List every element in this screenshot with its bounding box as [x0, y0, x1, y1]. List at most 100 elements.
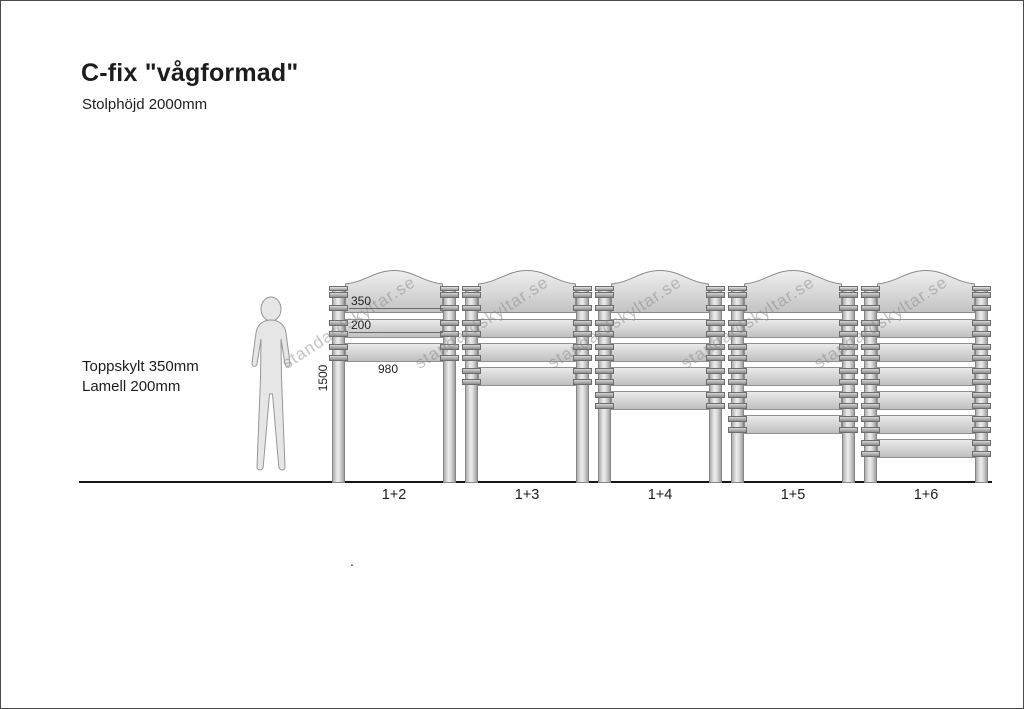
post-clamp — [728, 392, 747, 398]
post-clamp — [972, 368, 991, 374]
post-clamp — [861, 379, 880, 385]
post-clamp — [706, 292, 725, 298]
lamella-panel — [744, 319, 842, 338]
page-subtitle: Stolphöjd 2000mm — [82, 96, 208, 113]
post-clamp — [861, 320, 880, 326]
lamella-panel — [744, 367, 842, 386]
post-clamp — [861, 292, 880, 298]
post-clamp — [329, 320, 348, 326]
post-clamp — [728, 355, 747, 361]
sign-assembly: 1+2 — [329, 1, 459, 521]
post-clamp — [861, 368, 880, 374]
post-clamp — [462, 320, 481, 326]
post-left — [465, 288, 478, 483]
lamella-panel — [611, 367, 709, 386]
top-sign-panel — [345, 269, 443, 313]
post-clamp — [573, 331, 592, 337]
post-clamp — [861, 427, 880, 433]
post-clamp — [972, 292, 991, 298]
post-right — [576, 288, 589, 483]
post-cap — [462, 286, 481, 291]
post-clamp — [839, 368, 858, 374]
post-clamp — [329, 355, 348, 361]
post-clamp — [462, 368, 481, 374]
top-sign-panel — [478, 269, 576, 313]
lamella-panel — [877, 439, 975, 458]
post-right — [842, 288, 855, 483]
post-clamp — [573, 379, 592, 385]
post-left — [731, 288, 744, 483]
dim-sign-width: 980 — [378, 362, 399, 376]
post-cap — [861, 286, 880, 291]
assembly-label: 1+6 — [913, 487, 939, 503]
post-clamp — [839, 292, 858, 298]
lamella-panel — [611, 319, 709, 338]
lamella-panel — [345, 319, 443, 338]
post-clamp — [329, 292, 348, 298]
post-clamp — [706, 379, 725, 385]
post-clamp — [573, 368, 592, 374]
post-clamp — [728, 344, 747, 350]
post-clamp — [440, 292, 459, 298]
assembly-label: 1+3 — [514, 487, 540, 503]
assembly-label: 1+4 — [647, 487, 673, 503]
post-right — [443, 288, 456, 483]
assembly-label: 1+5 — [780, 487, 806, 503]
post-clamp — [595, 403, 614, 409]
post-clamp — [728, 368, 747, 374]
stray-dot: . — [350, 553, 354, 569]
sign-assembly: 1+5 — [728, 1, 858, 521]
post-clamp — [462, 292, 481, 298]
post-clamp — [728, 305, 747, 311]
post-cap — [972, 286, 991, 291]
post-clamp — [329, 305, 348, 311]
lamella-panel — [345, 343, 443, 362]
post-clamp — [972, 403, 991, 409]
lamella-panel — [877, 343, 975, 362]
post-right — [709, 288, 722, 483]
post-clamp — [573, 305, 592, 311]
lamella-panel — [877, 391, 975, 410]
post-clamp — [573, 292, 592, 298]
post-cap — [728, 286, 747, 291]
post-clamp — [972, 344, 991, 350]
post-cap — [329, 286, 348, 291]
post-clamp — [706, 320, 725, 326]
post-clamp — [861, 403, 880, 409]
post-clamp — [595, 292, 614, 298]
post-clamp — [595, 368, 614, 374]
post-cap — [595, 286, 614, 291]
lamella-panel — [611, 343, 709, 362]
lamella-panel — [478, 343, 576, 362]
post-clamp — [595, 355, 614, 361]
post-clamp — [573, 320, 592, 326]
post-clamp — [440, 355, 459, 361]
lamella-panel — [744, 343, 842, 362]
post-clamp — [706, 355, 725, 361]
post-clamp — [706, 392, 725, 398]
post-clamp — [595, 379, 614, 385]
sign-assembly: 1+4 — [595, 1, 725, 521]
post-clamp — [440, 320, 459, 326]
post-left — [598, 288, 611, 483]
post-clamp — [861, 440, 880, 446]
top-sign-panel — [611, 269, 709, 313]
post-clamp — [329, 344, 348, 350]
post-clamp — [839, 416, 858, 422]
post-clamp — [728, 320, 747, 326]
post-clamp — [706, 305, 725, 311]
post-clamp — [573, 355, 592, 361]
post-clamp — [706, 331, 725, 337]
post-clamp — [839, 392, 858, 398]
post-clamp — [462, 305, 481, 311]
post-left — [332, 288, 345, 483]
post-clamp — [861, 416, 880, 422]
dim-lamell-height: 200 — [351, 318, 372, 332]
lamella-panel — [877, 319, 975, 338]
dim-post-clear-height: 1500 — [316, 364, 330, 392]
post-clamp — [839, 355, 858, 361]
post-clamp — [972, 427, 991, 433]
post-cap — [573, 286, 592, 291]
post-clamp — [839, 331, 858, 337]
post-clamp — [595, 331, 614, 337]
